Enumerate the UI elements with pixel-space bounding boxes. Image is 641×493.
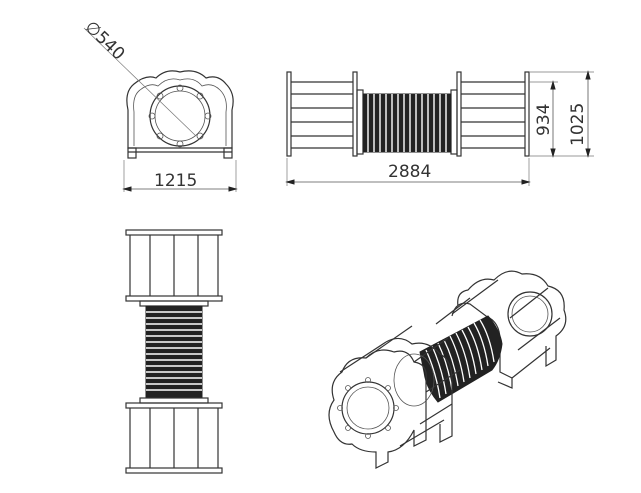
side-view: 2884 934 1025 (285, 70, 594, 186)
top-view (125, 229, 223, 474)
diameter-dimension: ∅540 (81, 17, 129, 64)
inner-height-dimension: 934 (534, 104, 554, 136)
front-width-dimension: 1215 (154, 171, 197, 191)
total-length-dimension: 2884 (388, 162, 431, 182)
front-view: ∅540 1215 (81, 17, 238, 192)
isometric-view (328, 270, 567, 469)
total-height-dimension: 1025 (568, 103, 588, 146)
